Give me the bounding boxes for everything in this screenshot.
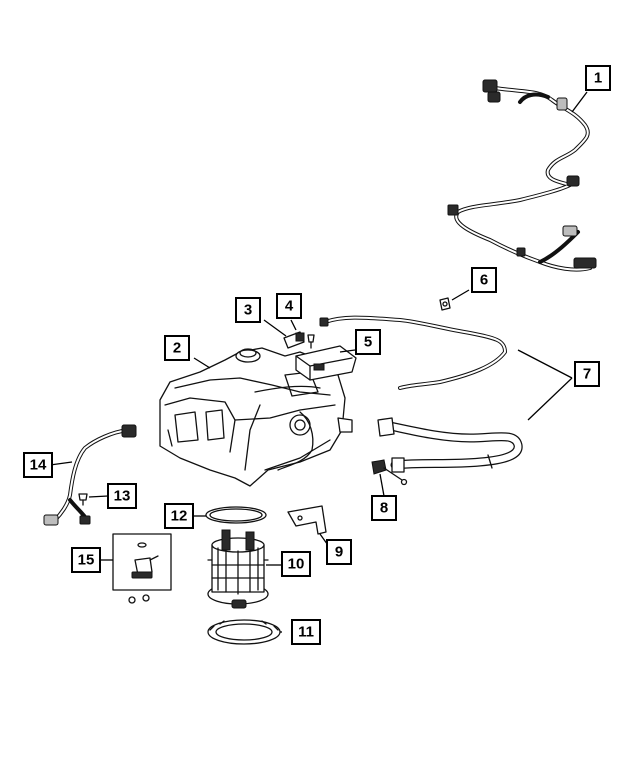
clip	[439, 297, 451, 311]
callout-4[interactable]: 4	[276, 293, 302, 319]
callout-7[interactable]: 7	[574, 361, 600, 387]
callout-6[interactable]: 6	[471, 267, 497, 293]
wiring-harness	[447, 79, 597, 272]
vent-valve	[283, 331, 305, 349]
lock-ring	[207, 619, 281, 645]
callout-9[interactable]: 9	[326, 539, 352, 565]
callout-13[interactable]: 13	[107, 483, 137, 509]
heat-shield-bracket	[287, 505, 327, 535]
callout-2[interactable]: 2	[164, 335, 190, 361]
fastener	[78, 493, 88, 506]
seal-ring	[205, 506, 267, 524]
fill-tubes	[319, 315, 523, 473]
callout-5[interactable]: 5	[355, 329, 381, 355]
callout-8[interactable]: 8	[371, 495, 397, 521]
callout-12[interactable]: 12	[164, 503, 194, 529]
callout-13-label: 13	[114, 488, 131, 505]
callout-11-label: 11	[298, 624, 314, 641]
control-module	[295, 345, 357, 381]
callout-10[interactable]: 10	[281, 551, 311, 577]
fuel-tank	[159, 347, 353, 487]
callout-2-label: 2	[173, 340, 181, 357]
callout-3-label: 3	[244, 302, 252, 319]
callout-5-label: 5	[364, 334, 372, 351]
screw	[307, 334, 315, 349]
callout-1[interactable]: 1	[585, 65, 611, 91]
callout-7-label: 7	[583, 366, 591, 383]
callout-12-label: 12	[171, 508, 188, 525]
callout-3[interactable]: 3	[235, 297, 261, 323]
callout-4-label: 4	[285, 298, 294, 315]
callout-14-label: 14	[30, 457, 47, 474]
leader-lines	[49, 91, 588, 633]
callout-11[interactable]: 11	[291, 619, 321, 645]
jumper-harness	[43, 424, 137, 526]
fuel-pump-module	[207, 529, 269, 609]
callout-1-label: 1	[594, 70, 602, 87]
callout-6-label: 6	[480, 272, 488, 289]
callout-10-label: 10	[288, 556, 305, 573]
callout-8-label: 8	[380, 500, 388, 517]
callout-15[interactable]: 15	[71, 547, 101, 573]
sensor	[371, 459, 408, 486]
callout-9-label: 9	[335, 544, 343, 561]
callout-15-label: 15	[78, 552, 95, 569]
sender-kit	[112, 533, 172, 604]
callout-14[interactable]: 14	[23, 452, 53, 478]
